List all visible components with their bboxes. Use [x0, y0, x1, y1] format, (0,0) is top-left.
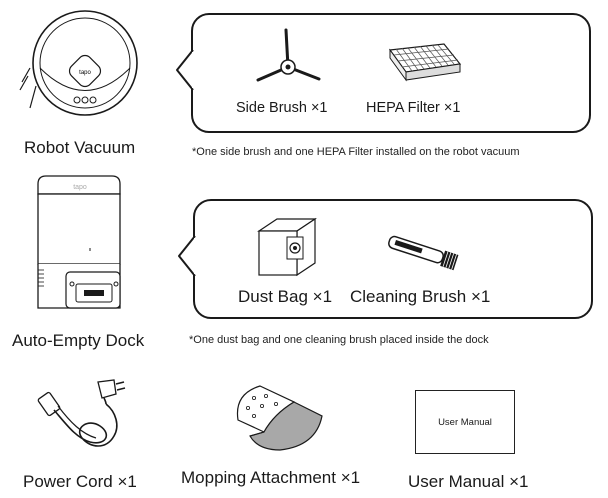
dock-bubble-pointer: [178, 235, 198, 277]
dock-icon: tapo: [37, 175, 121, 309]
vacuum-logo: tapo: [79, 70, 91, 76]
side-brush-icon: [256, 28, 321, 82]
robot-accessories-bubble: [191, 13, 591, 133]
user-manual-icon: User Manual: [415, 390, 515, 454]
mopping-attachment-icon: [236, 385, 323, 451]
robot-vacuum-note: *One side brush and one HEPA Filter inst…: [192, 146, 520, 158]
mopping-label: Mopping Attachment ×1: [181, 468, 361, 487]
dust-bag-label: Dust Bag ×1: [238, 287, 333, 306]
cleaning-brush-label: Cleaning Brush ×1: [350, 287, 491, 306]
dock-note: *One dust bag and one cleaning brush pla…: [189, 334, 489, 346]
dock-logo: tapo: [73, 184, 87, 191]
dust-bag-icon: [257, 217, 317, 277]
cleaning-brush-icon: [388, 235, 459, 271]
robot-bubble-pointer: [176, 49, 196, 91]
user-manual-cover-text: User Manual: [438, 416, 492, 428]
hepa-filter-icon: [388, 43, 462, 82]
power-cord-icon: [37, 379, 126, 447]
power-cord-label: Power Cord ×1: [23, 472, 137, 491]
robot-vacuum-icon: tapo: [19, 10, 138, 116]
hepa-filter-label: HEPA Filter ×1: [366, 100, 461, 116]
robot-vacuum-label: Robot Vacuum: [24, 138, 136, 157]
dock-label: Auto-Empty Dock: [12, 331, 145, 350]
side-brush-label: Side Brush ×1: [236, 100, 328, 116]
user-manual-label: User Manual ×1: [408, 472, 529, 491]
